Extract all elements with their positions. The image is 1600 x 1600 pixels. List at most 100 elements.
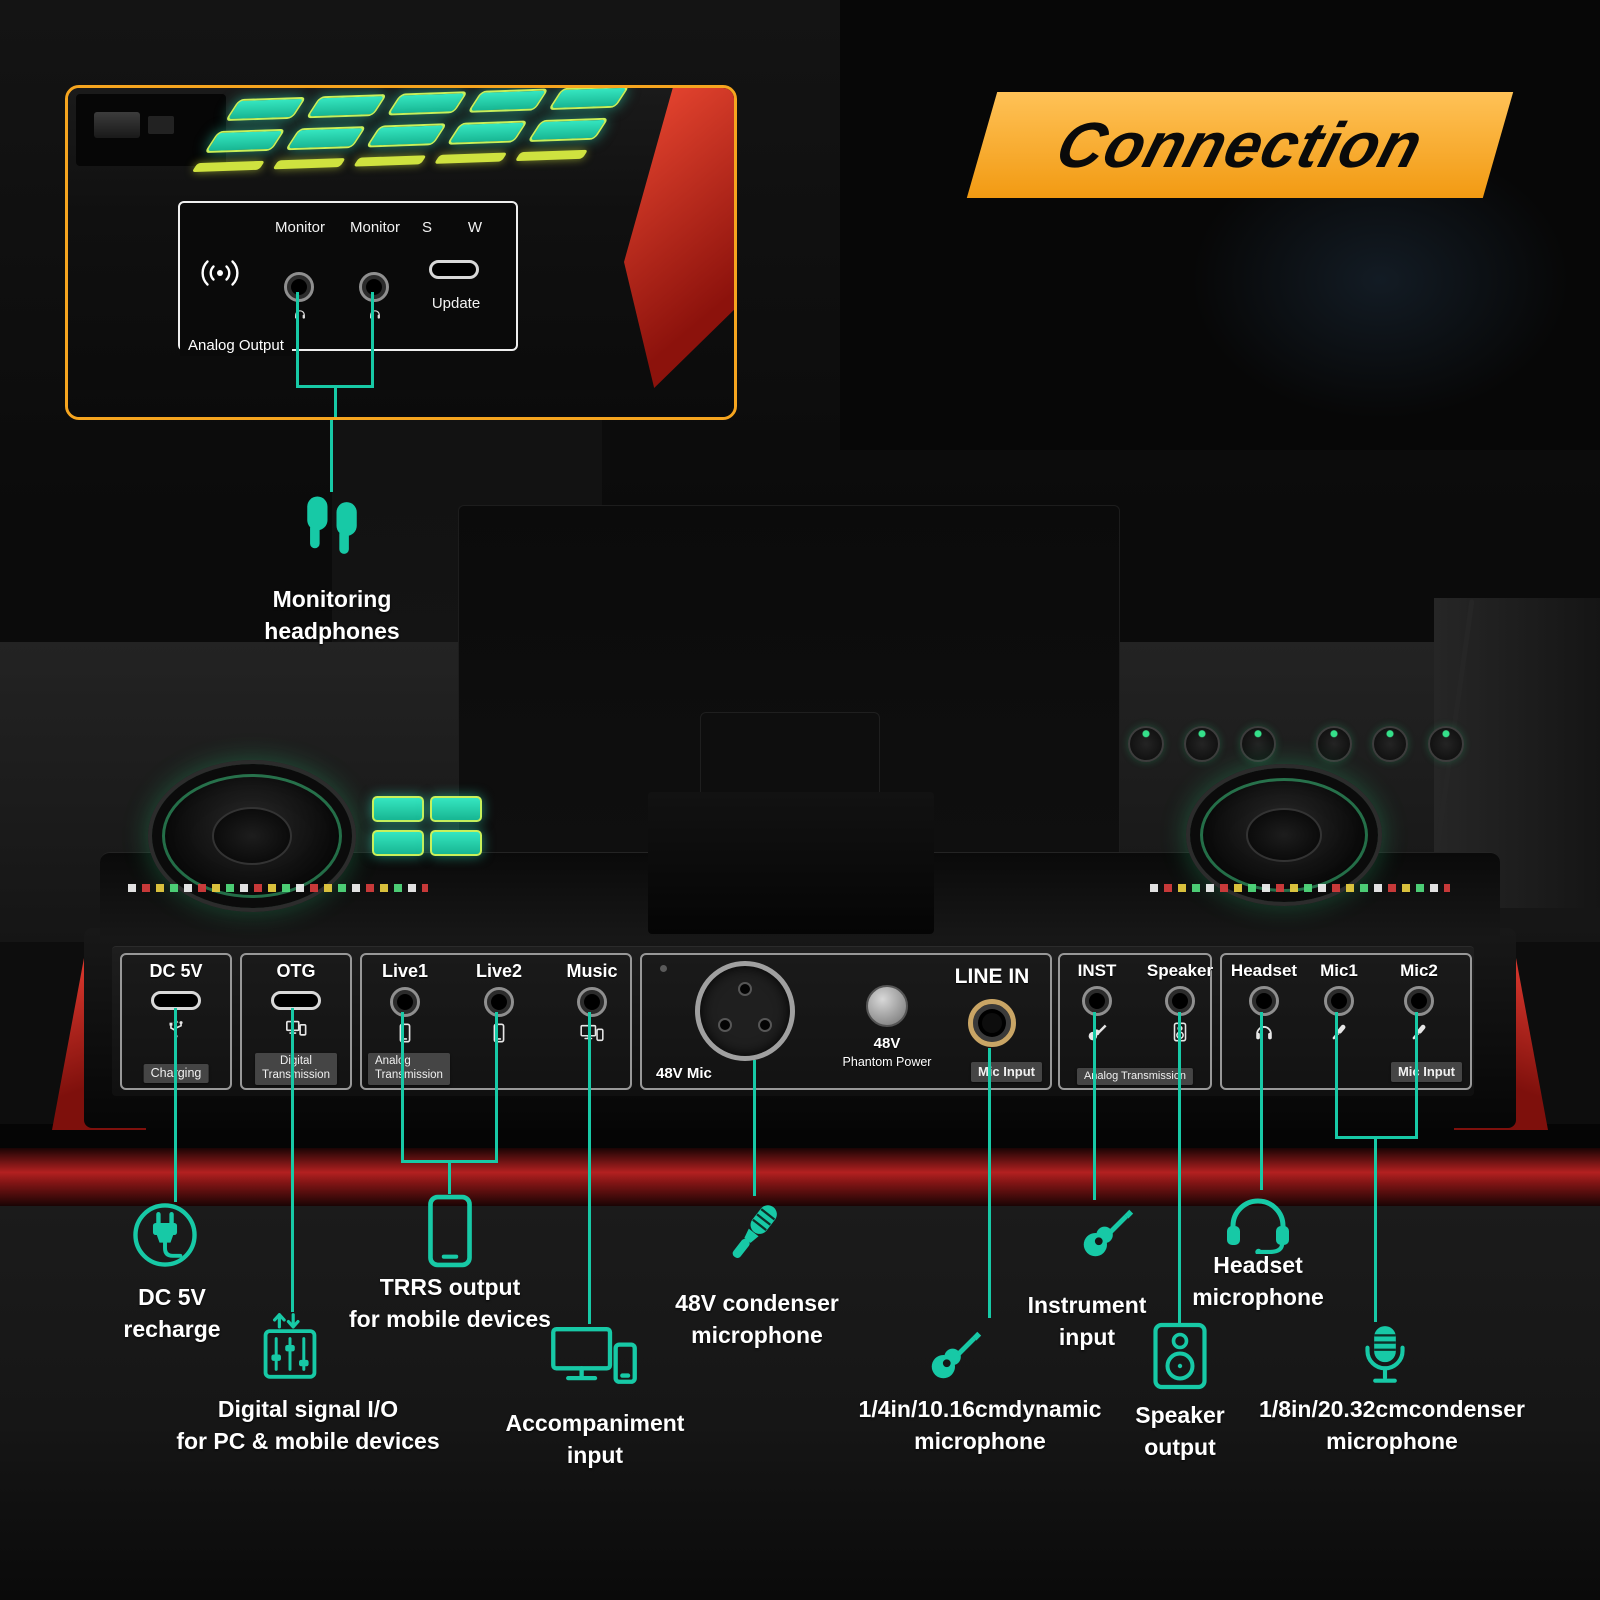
headset-icon: [1224, 1192, 1292, 1254]
callout-line1: Accompaniment: [505, 1410, 685, 1436]
callout-line-monitor-stem: [334, 385, 337, 417]
pad-button: [527, 117, 609, 143]
pad-button: [284, 126, 367, 151]
phone-icon: [427, 1194, 473, 1268]
jack-headset: [1249, 986, 1279, 1016]
port-label-inst: INST: [1077, 961, 1117, 980]
label-s: S: [421, 219, 432, 236]
callout-line2: output: [1144, 1433, 1216, 1460]
banner-title: Connection: [1048, 109, 1432, 181]
led-bar: [191, 160, 265, 173]
callout-line2: for PC & mobile devices: [176, 1427, 440, 1454]
faders-io-icon: [256, 1312, 324, 1380]
callout-line-mic-stem: [1374, 1136, 1377, 1322]
phone-icon: [488, 1022, 510, 1044]
callout-line2: headphones: [264, 617, 400, 644]
jog-wheel-right: [1186, 764, 1382, 906]
headphone-icon-mini: [1253, 1021, 1275, 1043]
port-speaker: Speaker: [1143, 961, 1217, 1043]
port-label-music: Music: [566, 961, 618, 981]
led-meter-left: [128, 884, 428, 892]
panel-section-mic-center: 48V Mic 48V Phantom Power LINE IN Mic In…: [640, 953, 1052, 1090]
screw: [660, 965, 667, 972]
guitar-icon-mini: [1086, 1021, 1108, 1043]
pad-button: [547, 88, 630, 111]
headphone-icon-mini: [367, 307, 383, 321]
pad-button: [224, 96, 307, 122]
led-bar: [353, 155, 427, 167]
callout-line-dc: [174, 1008, 177, 1202]
monitor-jack-label-1: Monitor: [274, 219, 326, 236]
callout-label-accompaniment: Accompaniment input: [506, 1408, 685, 1471]
port-live1: Live1: [368, 961, 442, 1044]
xlr-port-48v: [695, 961, 795, 1061]
callout-line-otg: [291, 1008, 294, 1312]
caption-analog-transmission: Analog Transmission: [368, 1053, 450, 1085]
monitor-jack-label-2: Monitor: [349, 219, 401, 236]
panel-section-mic-input: Headset Mic1 Mic2 Mic Input: [1220, 953, 1472, 1090]
xlr-pin: [718, 1018, 732, 1032]
connector-block: [148, 116, 174, 134]
caption-line1: Digital: [280, 1055, 312, 1068]
label-w: W: [467, 219, 483, 236]
callout-label-headset: Headset microphone: [1192, 1250, 1324, 1313]
pad-button: [365, 123, 448, 148]
screen-phone-icon: [579, 1022, 605, 1044]
inset-power-connector: [76, 94, 226, 166]
barrel-jack: [94, 112, 140, 138]
port-label-live2: Live2: [475, 961, 523, 981]
callout-line-monitor2: [371, 292, 374, 388]
port-label-otg: OTG: [276, 961, 316, 981]
monitor-jack-1: [284, 272, 314, 302]
phone-icon: [394, 1022, 416, 1044]
pad-button: [386, 91, 469, 116]
usbc-update-port: [429, 260, 479, 279]
callout-line2: input: [1058, 1323, 1116, 1350]
callout-line1: Instrument: [1027, 1292, 1147, 1318]
dynamic-mic-icon: [718, 1196, 790, 1268]
callout-line1: Monitoring: [272, 586, 392, 612]
panel-section-inst: INST Speaker Analog Transmission: [1058, 953, 1213, 1090]
background-dark-panel: [840, 0, 1600, 450]
port-label-live1: Live1: [381, 961, 429, 981]
callout-line-music: [588, 1012, 591, 1324]
rear-detail-inset: Monitor Monitor S W Update Analog Output: [65, 85, 737, 420]
pc-phone-icon: [285, 1017, 307, 1039]
pad-button: [467, 88, 549, 113]
pad-button: [305, 94, 388, 119]
callout-line-xlr: [753, 1060, 756, 1196]
analog-output-box: Monitor Monitor S W Update: [178, 201, 518, 351]
callout-line-live1: [401, 1012, 404, 1163]
led-bar: [434, 152, 508, 164]
port-live2: Live2: [462, 961, 536, 1044]
callout-line2: input: [566, 1441, 624, 1468]
speaker-icon: [1152, 1322, 1208, 1390]
jack-mic2: [1404, 986, 1434, 1016]
callout-label-condenser48: 48V condenser microphone: [675, 1288, 839, 1351]
caption-line2: Transmission: [375, 1069, 443, 1082]
jack-speaker: [1165, 986, 1195, 1016]
callout-line-headset: [1260, 1012, 1263, 1190]
callout-line1: 48V condenser: [675, 1290, 839, 1316]
port-label-line-in: LINE IN: [954, 965, 1030, 988]
led-meter-right: [1150, 884, 1450, 892]
callout-label-dc: DC 5V recharge: [123, 1282, 220, 1345]
pad-button: [372, 796, 424, 822]
xlr-pin: [738, 982, 752, 996]
phantom-label-48v: 48V: [873, 1035, 901, 1052]
callout-line1: DC 5V: [138, 1284, 206, 1310]
callout-label-instrument: Instrument input: [1028, 1290, 1147, 1353]
pad-button: [446, 120, 529, 145]
callout-line-speaker: [1178, 1012, 1181, 1324]
knob: [1128, 726, 1164, 762]
caption-analog-transmission-2: Analog Transmission: [1076, 1067, 1194, 1085]
earbuds-icon: [296, 492, 368, 564]
knob: [1372, 726, 1408, 762]
connection-banner: Connection: [966, 92, 1514, 198]
plug-icon: [130, 1200, 200, 1270]
pad-button: [372, 830, 424, 856]
callout-label-speaker: Speaker output: [1135, 1400, 1225, 1463]
jack-line-in: [968, 999, 1016, 1047]
callout-line1: Speaker: [1135, 1402, 1225, 1428]
